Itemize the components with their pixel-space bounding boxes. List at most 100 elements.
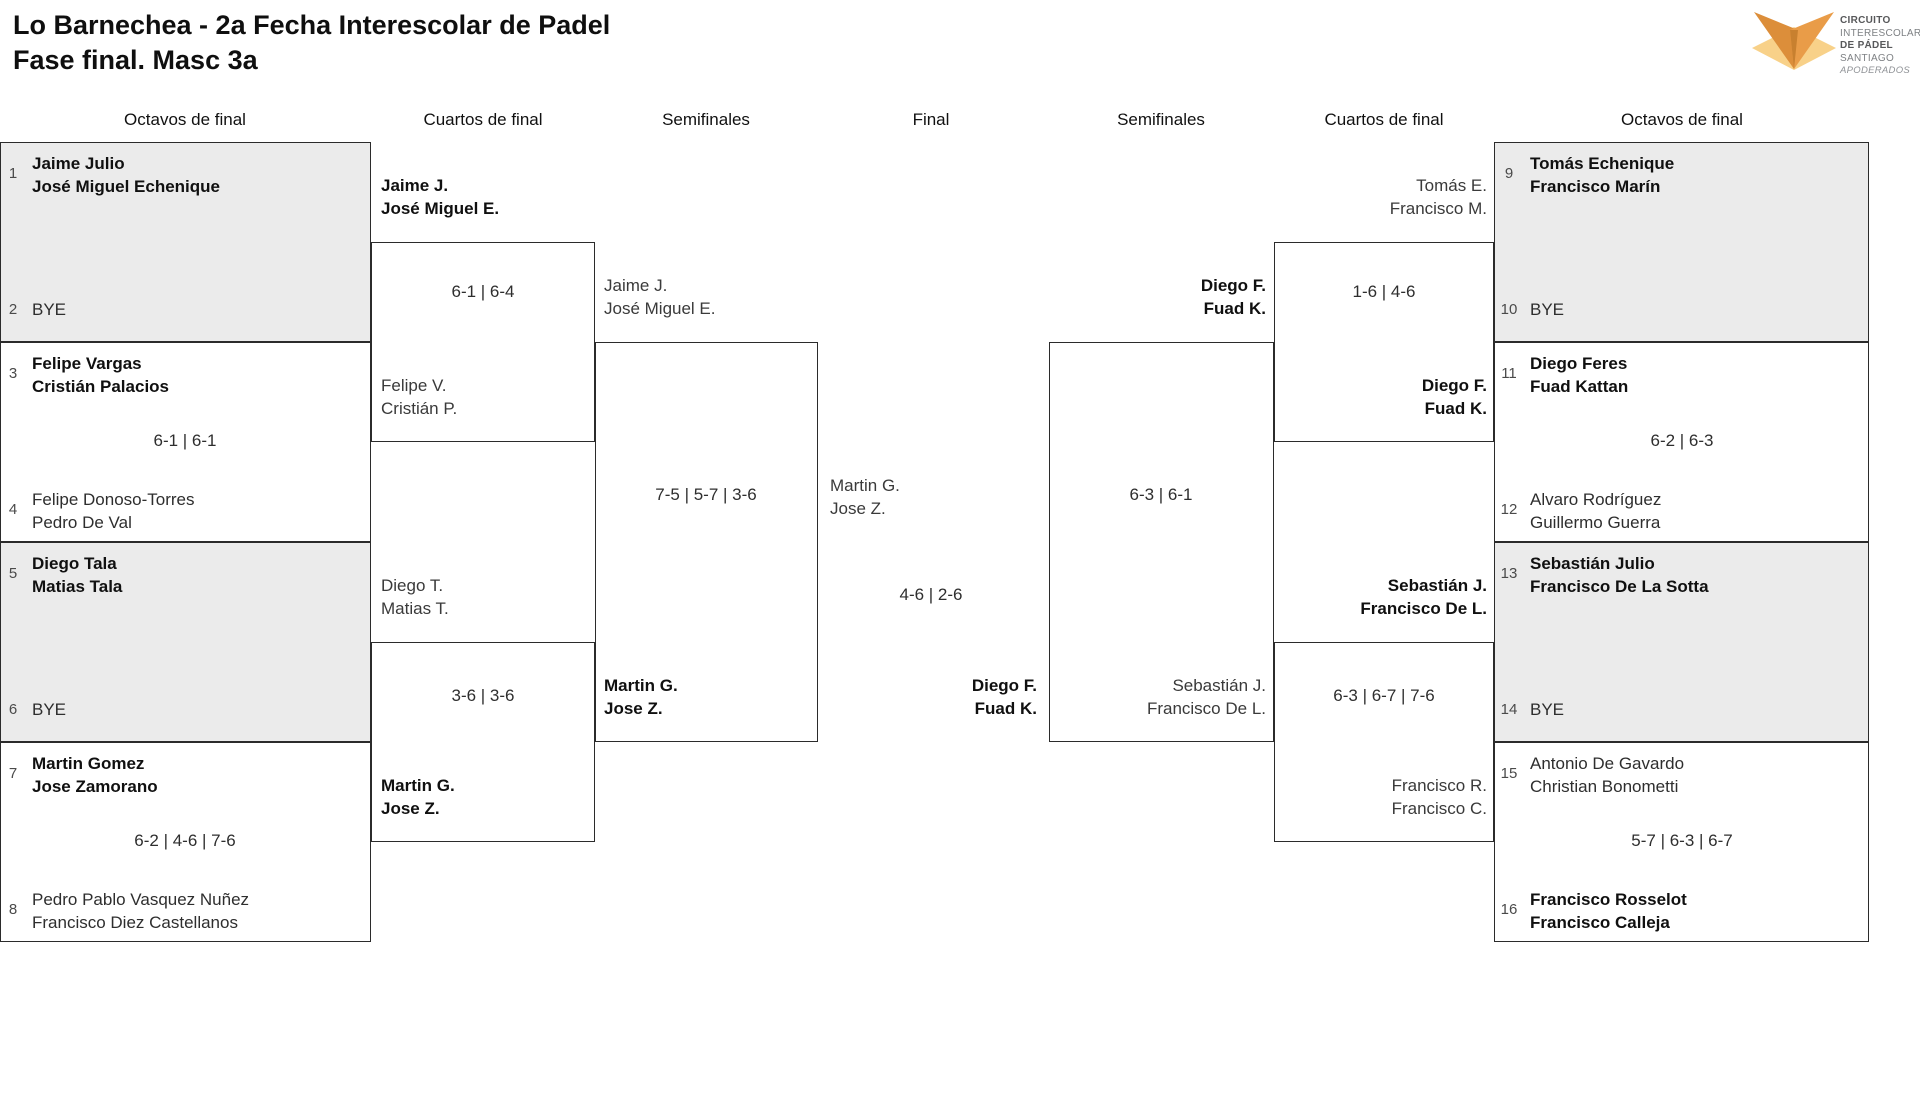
team-seed-15: Antonio De Gavardo Christian Bonometti <box>1530 752 1860 798</box>
player-2: Jose Z. <box>830 499 886 518</box>
seed-number: 5 <box>8 565 18 582</box>
player-1: Tomás Echenique <box>1530 154 1675 173</box>
match-score-r16-6: 6-2 | 6-3 <box>1650 431 1714 450</box>
bye-label: BYE <box>32 300 67 319</box>
final-left-team-loser: Martin G. Jose Z. <box>830 474 1090 520</box>
player-2: Cristián Palacios <box>32 377 170 396</box>
seed-number: 3 <box>8 365 18 382</box>
qf-left-bottom-team-loser: Diego T. Matias T. <box>381 574 641 620</box>
player-2: Christian Bonometti <box>1530 777 1679 796</box>
player-2: Fuad K. <box>974 699 1037 718</box>
seed-number: 8 <box>8 901 18 918</box>
team-seed-11: Diego Feres Fuad Kattan <box>1530 352 1860 398</box>
seed-number: 11 <box>1501 365 1517 382</box>
seed-number: 4 <box>8 501 18 518</box>
sf-match-box-right <box>1049 342 1274 742</box>
team-seed-2-bye: BYE <box>32 298 362 321</box>
team-seed-12: Alvaro Rodríguez Guillermo Guerra <box>1530 488 1860 534</box>
qf-match-box-left-bottom <box>371 642 595 842</box>
team-seed-8: Pedro Pablo Vasquez Nuñez Francisco Diez… <box>32 888 362 934</box>
player-1: Martin G. <box>604 676 678 695</box>
final-score: 4-6 | 2-6 <box>899 585 963 604</box>
seed-number: 16 <box>1500 901 1518 918</box>
sf-right-score: 6-3 | 6-1 <box>1129 485 1193 504</box>
logo-line-santiago: SANTIAGO <box>1840 52 1895 64</box>
round-header-sf-right: Semifinales <box>1117 110 1205 129</box>
player-1: Diego T. <box>381 576 444 595</box>
player-2: Guillermo Guerra <box>1530 513 1661 532</box>
logo-line-circuito: CIRCUITO <box>1840 15 1891 26</box>
player-1: Sebastián J. <box>1387 576 1487 595</box>
player-2: Francisco Calleja <box>1530 913 1670 932</box>
player-2: José Miguel E. <box>381 199 500 218</box>
qf-left-bottom-score: 3-6 | 3-6 <box>451 686 515 705</box>
team-seed-16: Francisco Rosselot Francisco Calleja <box>1530 888 1860 934</box>
seed-number: 13 <box>1500 565 1518 582</box>
player-1: Pedro Pablo Vasquez Nuñez <box>32 890 250 909</box>
match-score-r16-8: 5-7 | 6-3 | 6-7 <box>1631 831 1733 850</box>
player-1: Felipe Donoso-Torres <box>32 490 195 509</box>
bye-label: BYE <box>32 700 67 719</box>
player-1: Felipe V. <box>381 376 447 395</box>
team-seed-9: Tomás Echenique Francisco Marín <box>1530 152 1860 198</box>
sf-match-box-left <box>595 342 818 742</box>
player-1: Francisco R. <box>1391 776 1487 795</box>
team-seed-14-bye: BYE <box>1530 698 1860 721</box>
player-1: Diego Feres <box>1530 354 1628 373</box>
r16-match-box-4 <box>0 742 371 942</box>
team-seed-1: Jaime Julio José Miguel Echenique <box>32 152 362 198</box>
player-2: José Miguel Echenique <box>32 177 220 196</box>
player-2: Jose Z. <box>604 699 663 718</box>
page-title: Lo Barnechea - 2a Fecha Interescolar de … <box>13 8 610 78</box>
player-1: Francisco Rosselot <box>1530 890 1687 909</box>
player-1: Jaime Julio <box>32 154 125 173</box>
team-seed-6-bye: BYE <box>32 698 362 721</box>
qf-right-top-team-loser: Tomás E. Francisco M. <box>1227 174 1487 220</box>
player-2: Francisco C. <box>1391 799 1487 818</box>
round-header-qf-left: Cuartos de final <box>423 110 543 129</box>
seed-number: 12 <box>1500 501 1518 518</box>
seed-number: 10 <box>1500 301 1518 318</box>
player-2: Jose Zamorano <box>32 777 158 796</box>
qf-right-top-team-winner: Diego F. Fuad K. <box>1227 374 1487 420</box>
qf-match-box-left-top <box>371 242 595 442</box>
bye-label: BYE <box>1530 300 1565 319</box>
event-title: Lo Barnechea - 2a Fecha Interescolar de … <box>13 10 611 40</box>
player-2: Fuad K. <box>1424 399 1487 418</box>
team-seed-10-bye: BYE <box>1530 298 1860 321</box>
player-2: Cristián P. <box>381 399 458 418</box>
player-1: Martin G. <box>830 476 900 495</box>
player-1: Diego F. <box>971 676 1037 695</box>
team-seed-4: Felipe Donoso-Torres Pedro De Val <box>32 488 362 534</box>
player-2: Francisco De L. <box>1360 599 1487 618</box>
player-1: Diego F. <box>1200 276 1266 295</box>
qf-left-top-team-winner: Jaime J. José Miguel E. <box>381 174 641 220</box>
player-2: Francisco Marín <box>1530 177 1661 196</box>
r16-match-box-3 <box>0 542 371 742</box>
qf-left-top-score: 6-1 | 6-4 <box>451 282 515 301</box>
team-seed-13: Sebastián Julio Francisco De La Sotta <box>1530 552 1860 598</box>
player-1: Sebastián J. <box>1172 676 1266 695</box>
phase-subtitle: Fase final. Masc 3a <box>13 45 258 75</box>
team-seed-3: Felipe Vargas Cristián Palacios <box>32 352 362 398</box>
team-seed-5: Diego Tala Matias Tala <box>32 552 362 598</box>
qf-right-bottom-team-winner: Sebastián J. Francisco De L. <box>1227 574 1487 620</box>
player-2: Francisco Diez Castellanos <box>32 913 238 932</box>
player-2: Jose Z. <box>381 799 440 818</box>
player-2: Fuad K. <box>1203 299 1266 318</box>
sf-left-top-team-loser: Jaime J. José Miguel E. <box>604 274 864 320</box>
round-header-sf-left: Semifinales <box>662 110 750 129</box>
player-1: Diego Tala <box>32 554 117 573</box>
round-header-r16-left: Octavos de final <box>124 110 246 129</box>
seed-number: 14 <box>1500 701 1518 718</box>
logo-line-de-padel: DE PÁDEL <box>1840 40 1893 51</box>
qf-match-box-right-bottom <box>1274 642 1494 842</box>
player-1: Tomás E. <box>1416 176 1487 195</box>
qf-right-bottom-team-loser: Francisco R. Francisco C. <box>1227 774 1487 820</box>
seed-number: 15 <box>1500 765 1518 782</box>
qf-left-bottom-team-winner: Martin G. Jose Z. <box>381 774 641 820</box>
r16-match-box-2 <box>0 342 371 542</box>
r16-match-box-1 <box>0 142 371 342</box>
player-2: José Miguel E. <box>604 299 716 318</box>
